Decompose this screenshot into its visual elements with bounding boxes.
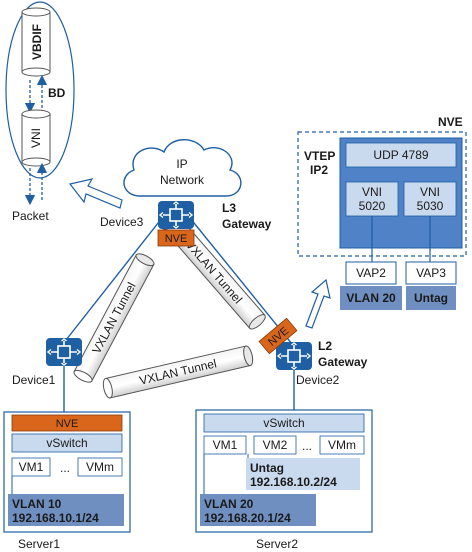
l3-gateway-label-1: L3	[222, 201, 236, 215]
server2-subnet-label: 192.168.20.1/24	[204, 511, 291, 525]
device3-switch-icon	[157, 200, 195, 230]
packet-label: Packet	[12, 209, 49, 223]
ip-network-label-2: Network	[160, 173, 205, 187]
server1-vm1-label: VM1	[19, 460, 44, 474]
ip-network-label-1: IP	[176, 157, 187, 171]
server1-vlan-label: VLAN 10	[12, 497, 62, 511]
server2-vlan-label: VLAN 20	[204, 497, 254, 511]
server1-name: Server1	[18, 537, 60, 551]
device2-switch-icon	[275, 341, 313, 371]
vxlan-tunnel-bottom: VXLAN Tunnel	[102, 345, 254, 399]
vni-label: VNI	[29, 128, 43, 148]
vbdif-label: VBDIF	[30, 24, 44, 60]
server1-panel: NVE vSwitch VM1 ... VMm VLAN 10 192.168.…	[3, 411, 131, 533]
vlan20-label: VLAN 20	[346, 291, 396, 305]
server1-ellipsis: ...	[60, 461, 70, 475]
bd-label: BD	[48, 86, 66, 100]
vxlan-tunnel-left: VXLAN Tunnel	[73, 253, 155, 383]
vni-5030-label-1: VNI	[420, 185, 440, 199]
device1-switch-icon	[45, 337, 83, 367]
server2-name: Server2	[256, 537, 298, 551]
untag-box: Untag	[406, 286, 456, 310]
udp-port-label: UDP 4789	[373, 148, 428, 162]
vni-5020-label-2: 5020	[359, 199, 386, 213]
l2-gateway-label-2: Gateway	[318, 355, 368, 369]
vap3-box: VAP3	[405, 261, 457, 285]
server1-subnet-label: 192.168.10.1/24	[12, 511, 99, 525]
vap2-label: VAP2	[356, 266, 386, 280]
vlan20-box: VLAN 20	[340, 286, 402, 310]
vtep-label-2: IP2	[310, 163, 328, 177]
device3-nve-label: NVE	[165, 233, 188, 245]
server2-untag-subnet-label: 192.168.10.2/24	[250, 475, 337, 489]
bd-diagram: VBDIF BD VNI Packet	[5, 1, 75, 223]
server2-vmm-label: VMm	[328, 438, 356, 452]
server2-vm2-label: VM2	[263, 438, 288, 452]
vap-connectors	[371, 216, 431, 262]
vni-5020-label-1: VNI	[362, 185, 382, 199]
server2-untag-label: Untag	[250, 461, 284, 475]
server2-panel: vSwitch VM1 VM2 ... VMm Untag 192.168.10…	[195, 409, 373, 533]
l2-gateway-label-1: L2	[318, 339, 332, 353]
tunnel-label-left: VXLAN Tunnel	[89, 280, 138, 356]
vbdif-cylinder: VBDIF	[21, 7, 51, 77]
device3-nve-tag: NVE	[157, 229, 195, 247]
server1-vswitch-label: vSwitch	[46, 436, 87, 450]
vni-cylinder: VNI	[21, 109, 51, 167]
l3-gateway-label-2: Gateway	[222, 217, 272, 231]
server2-ellipsis: ...	[302, 439, 312, 453]
device3-label: Device3	[100, 215, 144, 229]
server2-vswitch-label: vSwitch	[263, 416, 304, 430]
untag-label: Untag	[414, 291, 448, 305]
server1-vmm-label: VMm	[86, 460, 114, 474]
links	[63, 217, 295, 412]
vni-5030-label-2: 5030	[417, 199, 444, 213]
bd-ellipse	[5, 1, 75, 179]
tunnel-label-bottom: VXLAN Tunnel	[138, 356, 218, 387]
vtep-label-1: VTEP	[304, 149, 335, 163]
device2-to-nve-arrow	[305, 278, 331, 329]
nve-detail-panel: NVE VTEP IP2 UDP 4789 VNI 5020 VNI 5030	[297, 115, 467, 257]
server1-nve-label: NVE	[56, 418, 79, 430]
vap3-label: VAP3	[416, 266, 446, 280]
ip-network-cloud: IP Network	[123, 139, 242, 197]
device1-label: Device1	[12, 373, 56, 387]
device3-to-bd-arrow	[68, 178, 123, 209]
server2-vm1-label: VM1	[213, 438, 238, 452]
device2-label: Device2	[296, 373, 340, 387]
nve-detail-title: NVE	[438, 115, 463, 129]
vap2-box: VAP2	[345, 261, 397, 285]
